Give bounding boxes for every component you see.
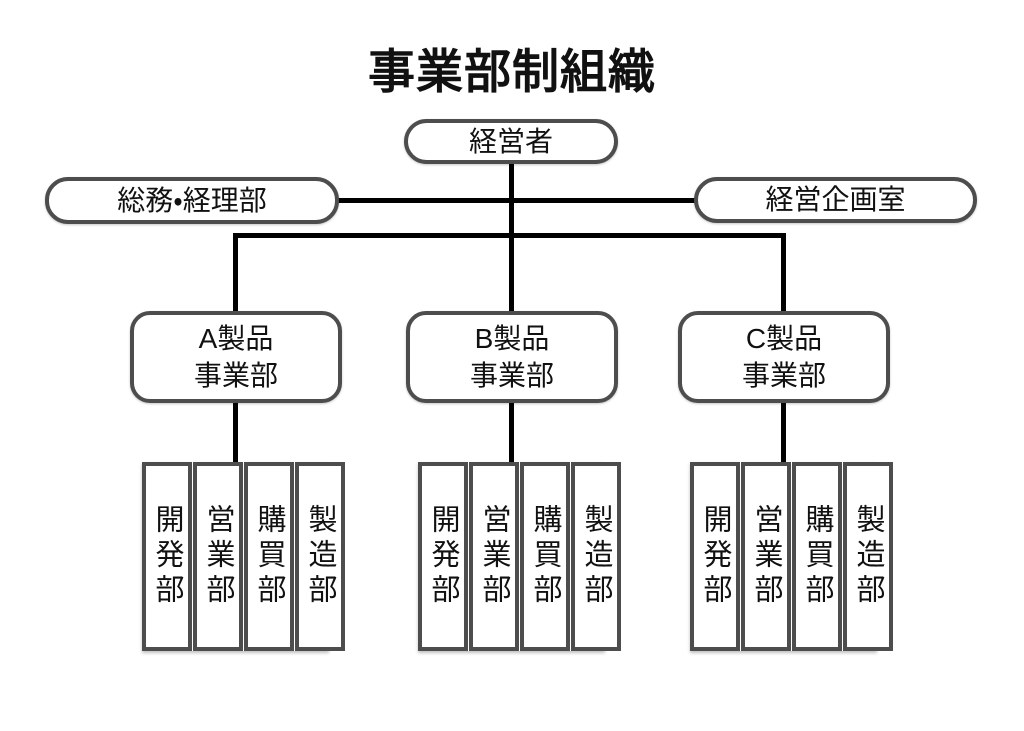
node-division-b-line2: 事業部 bbox=[469, 360, 554, 391]
dept-box-development: 開発部 bbox=[690, 462, 740, 651]
node-division-c: C製品 事業部 bbox=[678, 311, 890, 403]
dept-box-development: 開発部 bbox=[418, 462, 468, 651]
node-division-a-line2: 事業部 bbox=[193, 360, 278, 391]
dept-label: 製造部 bbox=[852, 504, 884, 609]
dept-box-manufacturing: 製造部 bbox=[295, 462, 345, 651]
dept-box-purchasing: 購買部 bbox=[520, 462, 570, 651]
node-division-c-line1: C製品 bbox=[745, 323, 823, 354]
dept-label: 購買部 bbox=[253, 504, 285, 609]
dept-box-sales: 営業部 bbox=[741, 462, 791, 651]
connector-division-b-stem bbox=[509, 401, 514, 464]
dept-label: 開発部 bbox=[427, 504, 459, 609]
node-division-b-line1: B製品 bbox=[474, 323, 550, 354]
node-division-b: B製品 事業部 bbox=[406, 311, 618, 403]
dept-box-purchasing: 購買部 bbox=[792, 462, 842, 651]
dept-label: 購買部 bbox=[801, 504, 833, 609]
dept-label: 開発部 bbox=[151, 504, 183, 609]
department-group-division-b: 開発部 営業部 購買部 製造部 bbox=[418, 462, 621, 651]
node-corporate-planning: 経営企画室 bbox=[694, 177, 977, 223]
dept-box-sales: 営業部 bbox=[193, 462, 243, 651]
node-executive-label: 経営者 bbox=[468, 125, 553, 157]
dept-label: 製造部 bbox=[304, 504, 336, 609]
dept-box-manufacturing: 製造部 bbox=[571, 462, 621, 651]
dept-box-manufacturing: 製造部 bbox=[843, 462, 893, 651]
dept-box-development: 開発部 bbox=[142, 462, 192, 651]
node-executive: 経営者 bbox=[404, 119, 618, 164]
dept-box-purchasing: 購買部 bbox=[244, 462, 294, 651]
dept-box-sales: 営業部 bbox=[469, 462, 519, 651]
department-group-division-c: 開発部 営業部 購買部 製造部 bbox=[690, 462, 893, 651]
connector-branch-right-drop bbox=[781, 233, 786, 314]
node-division-a: A製品 事業部 bbox=[130, 311, 342, 403]
dept-label: 営業部 bbox=[478, 504, 510, 609]
node-division-c-line2: 事業部 bbox=[741, 360, 826, 391]
node-corporate-planning-label: 経営企画室 bbox=[765, 184, 906, 216]
node-general-affairs-accounting: 総務・経理部 bbox=[45, 177, 339, 224]
dept-label: 製造部 bbox=[580, 504, 612, 609]
connector-division-a-stem bbox=[233, 401, 238, 464]
connector-branch-horizontal bbox=[233, 233, 786, 238]
dept-label: 購買部 bbox=[529, 504, 561, 609]
dept-label: 営業部 bbox=[202, 504, 234, 609]
node-general-affairs-accounting-label: 総務・経理部 bbox=[117, 184, 267, 216]
node-division-a-line1: A製品 bbox=[198, 323, 274, 354]
department-group-division-a: 開発部 営業部 購買部 製造部 bbox=[142, 462, 345, 651]
chart-title: 事業部制組織 bbox=[368, 45, 656, 98]
connector-staff-horizontal bbox=[337, 198, 696, 203]
connector-branch-left-drop bbox=[233, 233, 238, 314]
connector-division-c-stem bbox=[781, 401, 786, 464]
dept-label: 営業部 bbox=[750, 504, 782, 609]
dept-label: 開発部 bbox=[699, 504, 731, 609]
